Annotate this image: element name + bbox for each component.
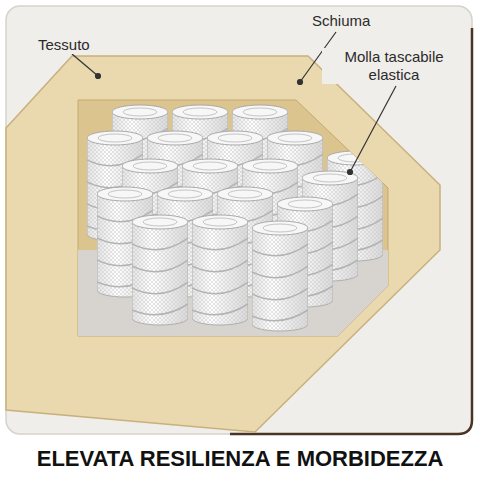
foam-cavity [78,100,388,336]
pocket-springs [87,105,383,331]
foam-layer [6,56,440,432]
part-label: Molla tascabile elastica [322,48,466,84]
part-label: Tessuto [36,36,92,54]
caption: ELEVATA RESILIENZA E MORBIDEZZA [0,446,480,472]
fabric-top [6,6,472,434]
part-label: Schiuma [310,12,372,30]
